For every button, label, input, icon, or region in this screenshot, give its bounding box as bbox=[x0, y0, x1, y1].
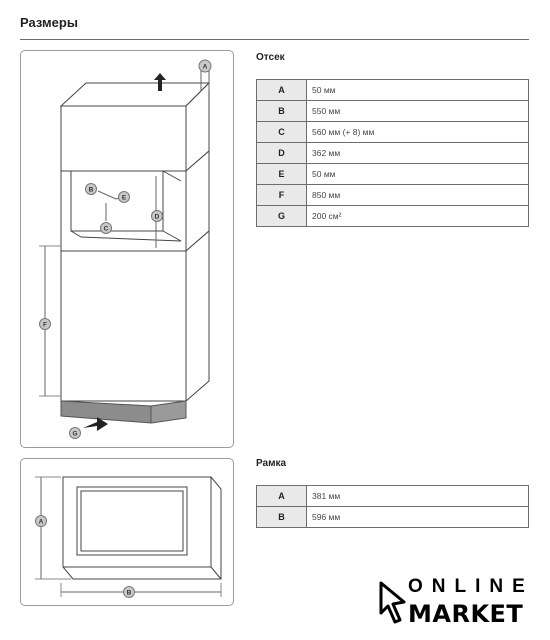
dim-value: 850 мм bbox=[306, 184, 529, 206]
frame-diagram-panel: A B bbox=[20, 458, 234, 606]
label-c: C bbox=[104, 226, 109, 233]
frame-label-b: B bbox=[127, 590, 132, 597]
label-a: A bbox=[203, 64, 208, 71]
frame-label-a: A bbox=[39, 519, 44, 526]
dim-key: A bbox=[256, 485, 307, 507]
label-d: D bbox=[155, 214, 160, 221]
dim-key: D bbox=[256, 142, 307, 164]
dim-key: G bbox=[256, 205, 307, 227]
page-title: Размеры bbox=[20, 15, 78, 30]
dim-value: 596 мм bbox=[306, 506, 529, 528]
onlinemarket-logo: ONLINE MARKET bbox=[378, 576, 530, 630]
frame-diagram: A B bbox=[35, 476, 222, 598]
dim-key: A bbox=[256, 79, 307, 101]
dim-key: F bbox=[256, 184, 307, 206]
dim-key: E bbox=[256, 163, 307, 185]
dim-value: 50 мм bbox=[306, 163, 529, 185]
dim-value: 381 мм bbox=[306, 485, 529, 507]
label-f: F bbox=[43, 322, 47, 329]
compartment-diagram-panel: A B C D E F G bbox=[20, 50, 234, 448]
logo-line1: ONLINE bbox=[408, 576, 534, 597]
airflow-up-arrow bbox=[154, 73, 166, 91]
label-g: G bbox=[72, 431, 77, 438]
compartment-title: Отсек bbox=[256, 52, 285, 63]
title-divider bbox=[20, 39, 529, 40]
dim-key: C bbox=[256, 121, 307, 143]
dim-value: 550 мм bbox=[306, 100, 529, 122]
frame-title: Рамка bbox=[256, 458, 287, 469]
dim-key: B bbox=[256, 506, 307, 528]
label-b: B bbox=[89, 187, 94, 194]
label-e: E bbox=[122, 195, 127, 202]
dim-value: 50 мм bbox=[306, 79, 529, 101]
dim-value: 560 мм (+ 8) мм bbox=[306, 121, 529, 143]
logo-line2: MARKET bbox=[408, 600, 524, 628]
cursor-icon bbox=[379, 581, 406, 624]
airflow-in-arrow bbox=[83, 417, 108, 431]
dim-value: 200 см² bbox=[306, 205, 529, 227]
dim-value: 362 мм bbox=[306, 142, 529, 164]
dim-key: B bbox=[256, 100, 307, 122]
cabinet-diagram: A B C D E F G bbox=[39, 59, 212, 439]
